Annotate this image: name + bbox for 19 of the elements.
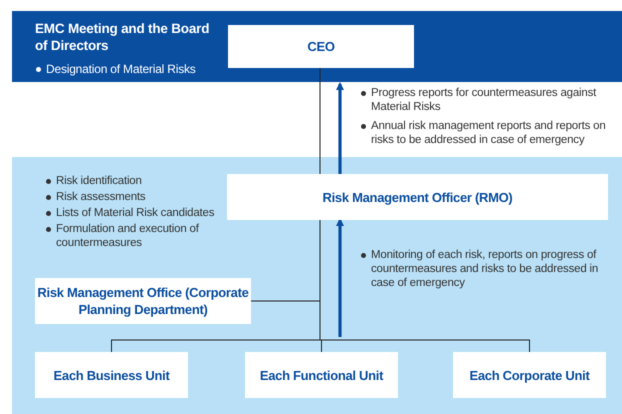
- process-band: [12, 157, 622, 414]
- note-text: Monitoring of each risk, reports on progress of countermeasures and risks to be addressed in case of emergency: [360, 248, 610, 290]
- bullet-text: Risk identification: [45, 174, 225, 188]
- unit-box: CEO: [228, 25, 414, 68]
- group-heading: EMC Meeting and the Board of Directors: [35, 20, 210, 54]
- bullet-text: Lists of Material Risk candidates: [45, 206, 225, 220]
- bullet-text: Formulation and execution of countermeasures: [45, 222, 225, 250]
- unit-box: Risk Management Officer (RMO): [227, 174, 608, 220]
- note-text: Annual risk management reports and reports on risks to be addressed in case of emergency: [360, 119, 622, 147]
- bullet-text: Risk assessments: [45, 190, 225, 204]
- unit-box: Each Corporate Unit: [453, 352, 606, 398]
- arrow: [336, 82, 344, 174]
- arrow: [336, 218, 344, 337]
- bullet-text: Designation of Material Risks: [35, 62, 225, 76]
- note-text: Progress reports for countermeasures against Material Risks: [360, 86, 622, 114]
- unit-box: Each Business Unit: [35, 352, 188, 398]
- unit-box: Each Functional Unit: [245, 352, 398, 398]
- unit-box: Risk Management Office (Corporate Planning Department): [35, 278, 251, 324]
- header-band: [12, 11, 622, 82]
